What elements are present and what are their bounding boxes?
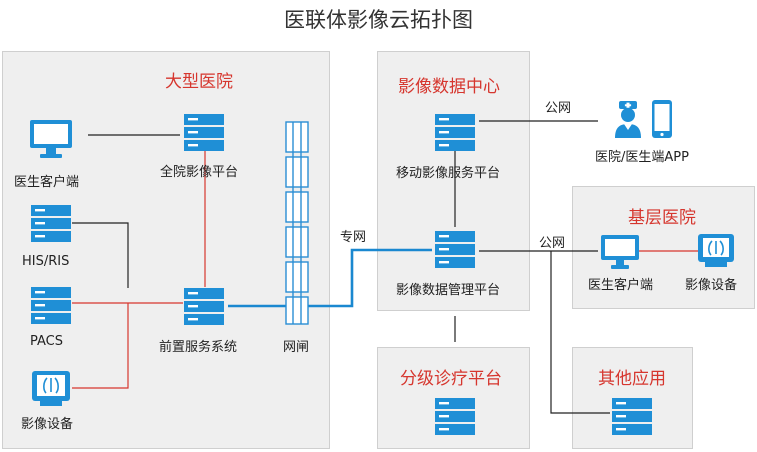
region-title-grassroots: 基层医院 — [628, 208, 696, 228]
region-title-hospital: 大型医院 — [165, 72, 233, 92]
label-hospital-platform: 全院影像平台 — [160, 165, 239, 180]
monitor-icon — [30, 120, 72, 158]
label-private-network: 专网 — [340, 230, 367, 245]
mobile-phone-icon — [652, 100, 672, 138]
server-icon-his — [31, 205, 71, 242]
label-doctor-client: 医生客户端 — [14, 175, 80, 190]
diagram-title: 医联体影像云拓扑图 — [284, 8, 473, 32]
grassroots-monitor-icon — [601, 235, 639, 269]
server-icon-data-management — [435, 231, 475, 268]
label-his-ris: HIS/RIS — [22, 254, 70, 269]
grassroots-imaging-device-icon — [698, 234, 734, 267]
label-grassroots-device: 影像设备 — [685, 278, 738, 293]
label-gatekeeper: 网闸 — [283, 340, 310, 355]
region-title-data-center: 影像数据中心 — [398, 77, 500, 97]
label-grassroots-client: 医生客户端 — [588, 278, 654, 293]
label-mobile-service: 移动影像服务平台 — [396, 166, 501, 181]
server-icon-pacs — [31, 287, 71, 324]
line-other-apps — [550, 251, 610, 414]
server-icon-other-apps — [612, 398, 652, 435]
server-icon-hospital-platform — [184, 114, 224, 151]
label-pacs: PACS — [30, 334, 64, 349]
line-device-front — [72, 303, 129, 389]
label-imaging-device: 影像设备 — [21, 417, 74, 432]
label-app: 医院/医生端APP — [595, 150, 689, 165]
label-front-service: 前置服务系统 — [159, 340, 238, 355]
gatekeeper-icon — [285, 121, 309, 325]
label-public-network-top: 公网 — [545, 101, 572, 116]
server-icon-front-service — [184, 288, 224, 325]
server-icon-tiered-platform — [435, 398, 475, 435]
label-data-management: 影像数据管理平台 — [396, 283, 501, 298]
imaging-device-icon — [32, 371, 70, 406]
doctor-icon — [615, 101, 641, 138]
region-title-other: 其他应用 — [598, 369, 666, 389]
line-his-ris — [72, 222, 129, 288]
server-icon-mobile-service — [435, 114, 475, 151]
label-public-network-mid: 公网 — [539, 236, 566, 251]
region-title-tiered: 分级诊疗平台 — [400, 369, 502, 389]
